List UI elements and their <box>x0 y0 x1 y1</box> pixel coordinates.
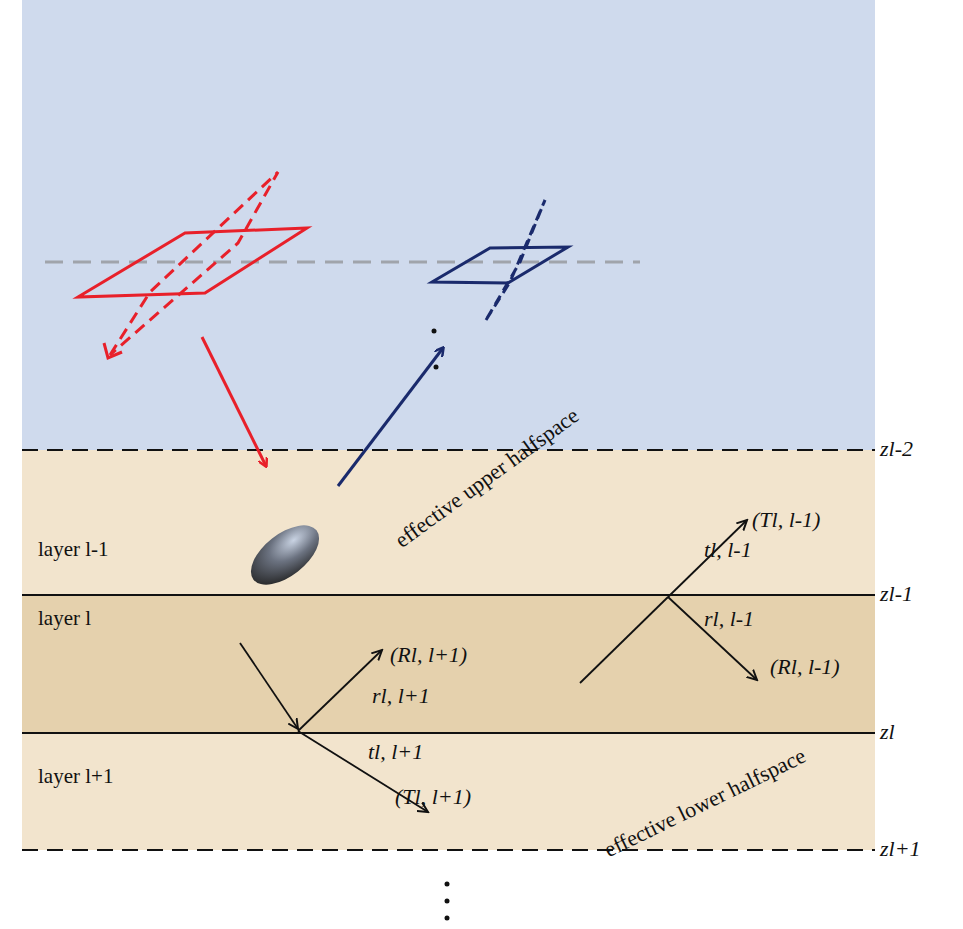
depth-label: zl <box>880 720 895 744</box>
interface-line <box>22 732 875 734</box>
layer-band: layer l-1 <box>22 450 875 595</box>
coefficient-label: tl, l-1 <box>704 538 752 562</box>
tx-antenna <box>78 228 307 297</box>
depth-label: zl-1 <box>880 582 913 606</box>
coefficient-label: (Tl, l+1) <box>395 785 471 809</box>
dot <box>445 882 450 887</box>
dashed-boundary <box>22 849 875 851</box>
tx-antenna-dashed <box>110 172 278 355</box>
upper-halfspace <box>22 0 875 450</box>
tx-antenna-tip <box>104 343 122 358</box>
ray <box>298 650 382 731</box>
coefficient-label: tl, l+1 <box>368 740 423 764</box>
dot <box>432 329 437 334</box>
rx-antenna <box>432 247 568 283</box>
dashed-boundary <box>22 449 875 451</box>
coefficient-label: (Tl, l-1) <box>752 508 820 532</box>
layer-band <box>22 450 875 595</box>
layer-band <box>22 595 875 733</box>
layer-label: layer l+1 <box>38 765 113 788</box>
coefficient-label: (Rl, l-1) <box>770 655 840 679</box>
coefficient-label: rl, l-1 <box>704 607 754 631</box>
layer-label: layer l <box>38 607 91 630</box>
depth-label: zl-2 <box>880 437 913 461</box>
ray <box>580 597 668 683</box>
rx-antenna-dashed <box>486 200 545 320</box>
ray <box>240 643 298 729</box>
layer-label: layer l-1 <box>38 538 109 561</box>
dot <box>445 916 450 921</box>
coefficient-label: (Rl, l+1) <box>390 643 467 667</box>
ray <box>668 597 757 680</box>
incident-arrow <box>202 337 266 466</box>
dot <box>445 899 450 904</box>
interface-line <box>22 594 875 596</box>
scattered-arrow <box>338 348 443 486</box>
buried-target <box>241 514 330 596</box>
coefficient-label: rl, l+1 <box>372 684 430 708</box>
depth-label: zl+1 <box>880 837 921 861</box>
dot <box>434 365 439 370</box>
